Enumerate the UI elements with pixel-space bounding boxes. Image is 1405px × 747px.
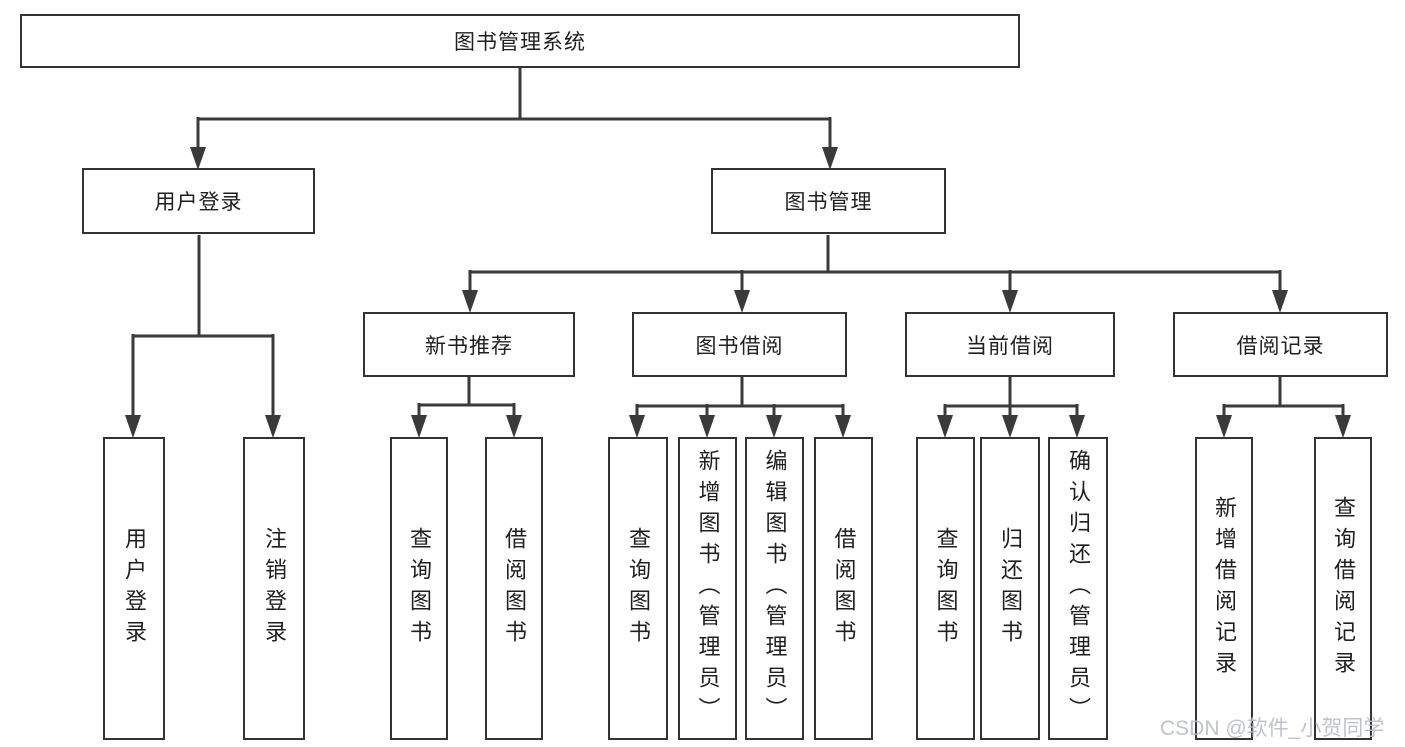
leaf-borrow-query: 查询图书: [608, 437, 668, 740]
node-book-management: 图书管理: [711, 168, 946, 234]
leaf-current-query: 查询图书: [916, 437, 975, 740]
node-book-borrow: 图书借阅: [632, 312, 847, 377]
node-new-book-recommend: 新书推荐: [363, 312, 575, 377]
leaf-newbooks-query: 查询图书: [390, 437, 448, 740]
node-book-management-label: 图书管理: [784, 191, 873, 214]
leaf-current-confirm-admin-label: 确认归还（管理员）: [1066, 449, 1091, 728]
leaf-current-return: 归还图书: [980, 437, 1040, 740]
node-new-book-recommend-label: 新书推荐: [425, 334, 513, 358]
watermark: CSDN @软件_小贺同学: [1160, 717, 1385, 740]
leaf-newbooks-query-label: 查询图书: [407, 526, 432, 651]
leaf-logout-label: 注销登录: [262, 526, 287, 651]
node-book-borrow-label: 图书借阅: [695, 334, 784, 358]
leaf-borrow-borrow: 借阅图书: [814, 437, 873, 740]
leaf-borrow-add-admin: 新增图书（管理员）: [678, 437, 737, 740]
leaf-current-return-label: 归还图书: [998, 526, 1023, 651]
leaf-current-confirm-admin: 确认归还（管理员）: [1048, 437, 1108, 740]
node-current-borrow-label: 当前借阅: [966, 334, 1054, 358]
node-root: 图书管理系统: [20, 14, 1020, 68]
node-user-login: 用户登录: [82, 168, 315, 234]
leaf-newbooks-borrow: 借阅图书: [485, 437, 543, 740]
leaf-borrow-query-label: 查询图书: [626, 526, 651, 651]
node-borrow-records-label: 借阅记录: [1236, 334, 1325, 358]
node-root-label: 图书管理系统: [454, 31, 586, 54]
leaf-borrow-edit-admin-label: 编辑图书（管理员）: [762, 449, 788, 728]
leaf-borrow-add-admin-label: 新增图书（管理员）: [695, 449, 721, 728]
leaf-user-login-label: 用户登录: [122, 526, 147, 651]
leaf-borrow-borrow-label: 借阅图书: [831, 526, 857, 651]
leaf-records-query-label: 查询借阅记录: [1331, 495, 1356, 682]
leaf-current-query-label: 查询图书: [933, 526, 959, 651]
leaf-records-add-label: 新增借阅记录: [1212, 495, 1237, 682]
leaf-logout: 注销登录: [243, 437, 305, 740]
node-borrow-records: 借阅记录: [1173, 312, 1388, 377]
node-user-login-label: 用户登录: [154, 191, 243, 214]
node-current-borrow: 当前借阅: [905, 312, 1115, 377]
leaf-records-add: 新增借阅记录: [1195, 437, 1253, 740]
leaf-borrow-edit-admin: 编辑图书（管理员）: [745, 437, 804, 740]
leaf-user-login: 用户登录: [103, 437, 165, 740]
leaf-newbooks-borrow-label: 借阅图书: [502, 526, 527, 651]
leaf-records-query: 查询借阅记录: [1314, 437, 1372, 740]
